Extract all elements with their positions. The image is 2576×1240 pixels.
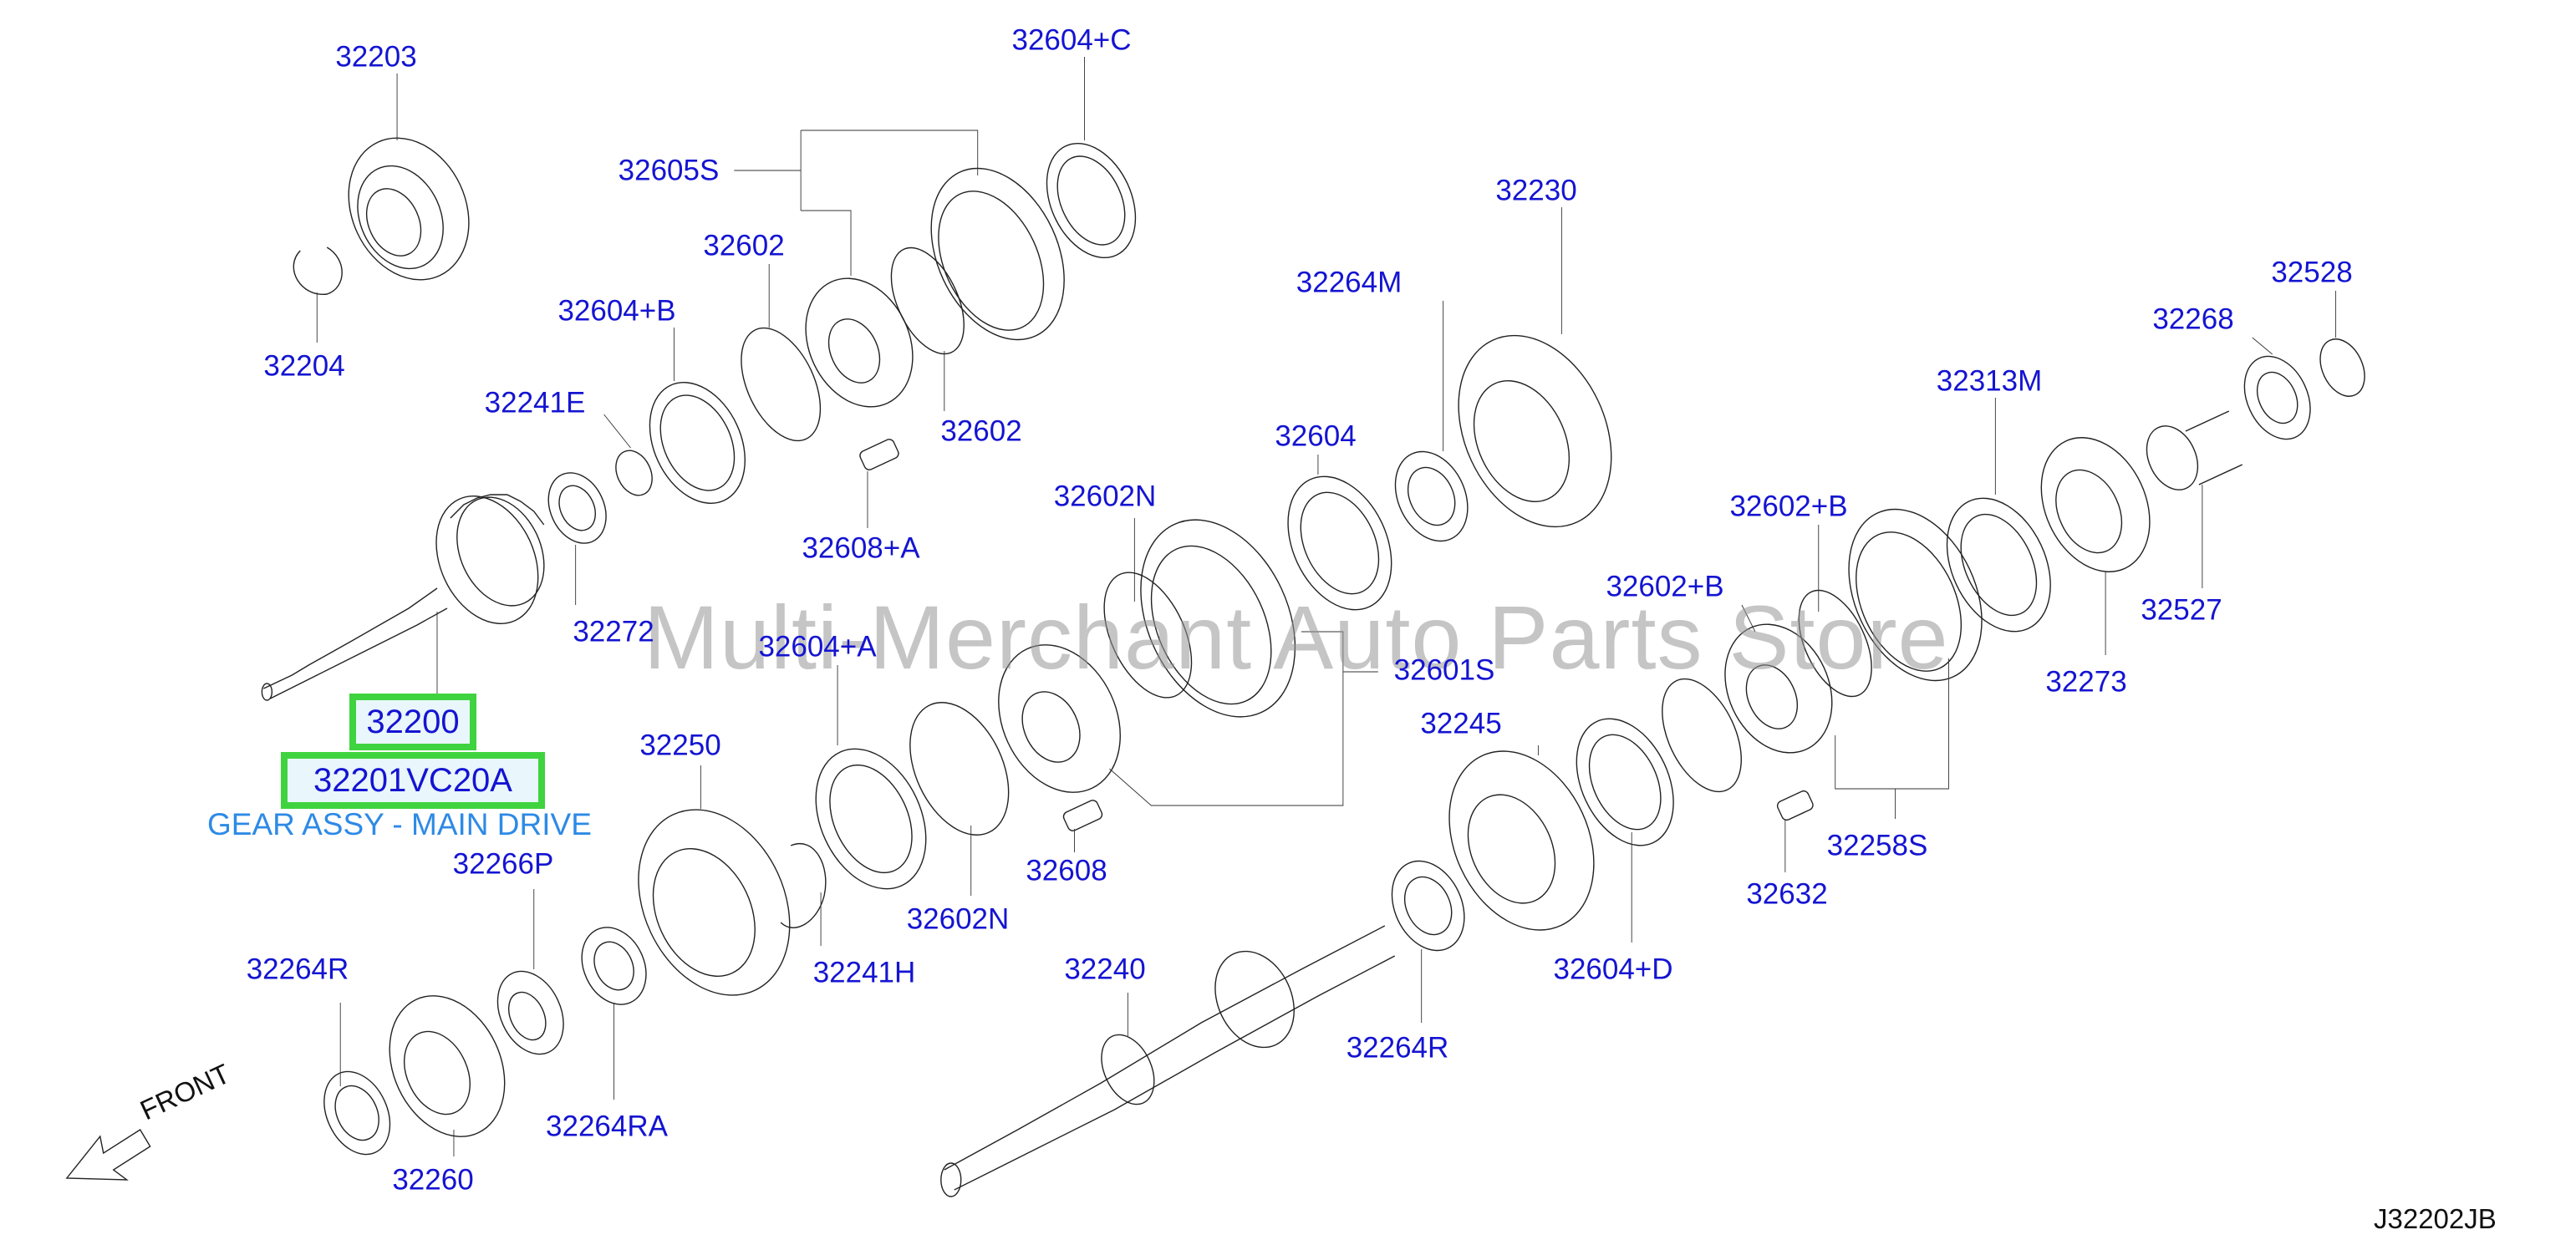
gear-32250 — [609, 785, 818, 1019]
label-32604B[interactable]: 32604+B — [557, 294, 676, 328]
baulk-ring-32604 — [1268, 460, 1412, 627]
label-32272[interactable]: 32272 — [573, 615, 654, 648]
label-32260[interactable]: 32260 — [392, 1163, 474, 1197]
part-description: GEAR ASSY - MAIN DRIVE — [207, 807, 592, 841]
watermark: Multi-Merchant Auto Parts Store — [644, 587, 1949, 688]
label-32604C[interactable]: 32604+C — [1011, 23, 1132, 57]
needle-bearing-32272 — [537, 464, 617, 553]
label-32264RA[interactable]: 32264RA — [546, 1110, 668, 1143]
insert-32608 — [1062, 799, 1104, 832]
reverse-gear-32260 — [368, 977, 527, 1156]
label-32264M[interactable]: 32264M — [1296, 266, 1403, 299]
label-32241H[interactable]: 32241H — [812, 956, 916, 989]
label-32250[interactable]: 32250 — [639, 729, 721, 762]
label-32601S[interactable]: 32601S — [1393, 653, 1495, 687]
insert-32632 — [1776, 790, 1815, 822]
label-32602B-upper[interactable]: 32602+B — [1729, 490, 1848, 523]
needle-bearing-32264RA — [570, 917, 659, 1014]
needle-bearing-32264M — [1382, 440, 1482, 552]
snap-ring-32528 — [2312, 332, 2374, 404]
bearing-32203 — [326, 119, 491, 300]
label-32527[interactable]: 32527 — [2141, 593, 2222, 627]
spring-32602N-b — [1087, 559, 1209, 711]
label-32258S[interactable]: 32258S — [1826, 829, 1928, 862]
label-32604A[interactable]: 32604+A — [758, 630, 877, 663]
label-32204[interactable]: 32204 — [263, 349, 345, 383]
collar-32527 — [2137, 411, 2243, 498]
gear-32313M — [1927, 481, 2070, 648]
label-32241E[interactable]: 32241E — [484, 386, 586, 419]
insert-32608A — [858, 438, 900, 471]
label-32245[interactable]: 32245 — [1420, 707, 1502, 740]
label-32604D[interactable]: 32604+D — [1553, 953, 1673, 986]
spring-32602B-b — [1784, 579, 1886, 708]
baulk-ring-32604B — [631, 367, 763, 519]
leader-lines — [317, 57, 2335, 1156]
label-32240[interactable]: 32240 — [1064, 953, 1146, 986]
needle-bearing-32264R-main — [1378, 849, 1479, 962]
main-drive-gear-32200 — [262, 480, 561, 700]
baulk-ring-32604D — [1557, 704, 1693, 861]
front-arrow-icon — [67, 1130, 150, 1180]
label-32313M[interactable]: 32313M — [1936, 364, 2043, 398]
label-32605S[interactable]: 32605S — [618, 154, 720, 187]
label-32528[interactable]: 32528 — [2271, 256, 2353, 289]
label-32230[interactable]: 32230 — [1495, 174, 1577, 207]
highlight-oem-number[interactable]: 32201VC20A — [281, 752, 545, 809]
label-32602B-lower[interactable]: 32602+B — [1606, 570, 1724, 603]
needle-bearing-32264R-reverse — [312, 1061, 403, 1166]
label-32608A[interactable]: 32608+A — [802, 531, 920, 565]
label-32604[interactable]: 32604 — [1275, 419, 1357, 453]
label-32264R-left[interactable]: 32264R — [246, 953, 349, 986]
spring-32602N — [890, 687, 1028, 851]
synchro-hub-32601S — [975, 495, 1325, 812]
coupling-sleeve-32605S — [905, 147, 1090, 362]
baulk-ring-32604A — [795, 731, 948, 907]
baulk-ring-32604C — [1030, 129, 1153, 272]
diagram-code: J32202JB — [2374, 1203, 2497, 1234]
synchro-hub-32258S — [1705, 488, 2008, 770]
label-32268[interactable]: 32268 — [2152, 302, 2234, 336]
label-32264R-right[interactable]: 32264R — [1346, 1031, 1449, 1065]
label-32273[interactable]: 32273 — [2045, 665, 2127, 699]
label-32602-lower[interactable]: 32602 — [940, 414, 1022, 448]
highlight-part-number[interactable]: 32200 — [349, 694, 476, 750]
spring-32602 — [725, 316, 837, 453]
spring-32602B — [1646, 667, 1757, 804]
bearing-32268 — [2232, 346, 2323, 450]
label-32602N-lower[interactable]: 32602N — [906, 902, 1010, 936]
label-32602-upper[interactable]: 32602 — [703, 229, 785, 262]
label-32632[interactable]: 32632 — [1746, 877, 1828, 911]
label-32203[interactable]: 32203 — [335, 40, 417, 74]
gear-32245 — [1422, 728, 1621, 954]
label-32608[interactable]: 32608 — [1026, 854, 1107, 887]
label-32266P[interactable]: 32266P — [452, 847, 554, 881]
synchro-hub-32605S — [786, 261, 933, 424]
label-32602N-upper[interactable]: 32602N — [1053, 480, 1157, 513]
gear-32230 — [1429, 311, 1641, 552]
spacer-32266P — [485, 961, 576, 1065]
bearing-32273 — [2020, 420, 2170, 590]
snap-ring-32241H — [781, 844, 826, 928]
snap-ring-32241E — [609, 445, 659, 501]
snap-ring-32204 — [293, 247, 342, 294]
main-shaft-32240 — [941, 926, 1395, 1197]
